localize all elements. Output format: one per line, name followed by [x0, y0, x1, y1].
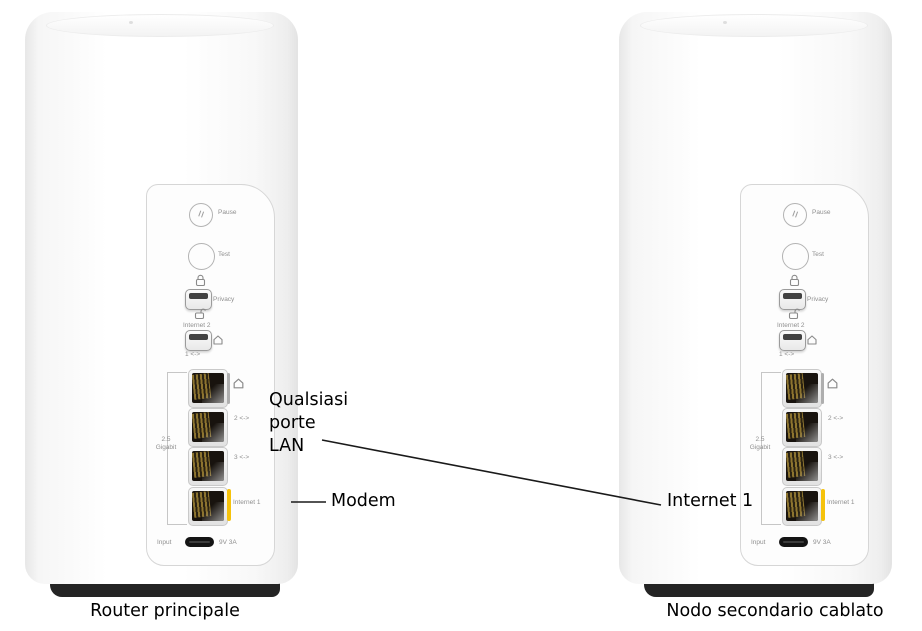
- power-input-label: Input: [751, 539, 766, 546]
- test-button: [782, 243, 809, 270]
- home-icon: [807, 335, 817, 345]
- port1-home-icon: [827, 378, 838, 389]
- internet1-port-label: Internet 1: [827, 499, 855, 506]
- usb-c-port: [779, 537, 808, 547]
- test-button: [188, 243, 215, 270]
- internet2-switch: [185, 330, 212, 351]
- ethernet-port-1: [188, 369, 228, 408]
- ethernet-port-internet1: [782, 487, 822, 526]
- internet2-label: Internet 2: [183, 322, 211, 329]
- power-rating-label: 9V 3A: [219, 539, 237, 546]
- port2-label: 2 <->: [234, 415, 250, 422]
- usb-c-port: [185, 537, 214, 547]
- device-top-surface: [640, 14, 868, 37]
- secondary-node-caption: Nodo secondario cablato: [666, 601, 884, 621]
- ethernet-port-2: [782, 408, 822, 447]
- ethernet-port-3: [188, 447, 228, 486]
- port-speed-label: 2.5 Gigabit: [155, 436, 177, 451]
- pause-button: [783, 203, 807, 227]
- internet2-switch: [779, 330, 806, 351]
- rear-panel: Pause Test Privacy Internet 2: [146, 184, 275, 566]
- ethernet-port-internet1: [188, 487, 228, 526]
- test-label: Test: [218, 251, 230, 258]
- lock-closed-icon: [789, 274, 800, 287]
- lock-open-icon: [194, 308, 206, 320]
- home-icon: [213, 335, 223, 345]
- ethernet-port-2: [188, 408, 228, 447]
- privacy-label: Privacy: [807, 296, 829, 303]
- annotation-modem: Modem: [331, 491, 396, 511]
- port3-label: 3 <->: [828, 454, 844, 461]
- internet2-label: Internet 2: [777, 322, 805, 329]
- privacy-label: Privacy: [213, 296, 235, 303]
- pause-icon: [197, 210, 205, 219]
- internet2-sub-label: 1 <->: [779, 351, 795, 358]
- privacy-switch: [185, 289, 212, 310]
- pause-label: Pause: [812, 209, 831, 216]
- router-secondary-device: Pause Test Privacy Internet 2: [619, 12, 892, 597]
- port3-label: 3 <->: [234, 454, 250, 461]
- device-body: Pause Test Privacy Internet 2: [619, 12, 892, 584]
- power-input-label: Input: [157, 539, 172, 546]
- primary-router-caption: Router principale: [90, 601, 240, 621]
- port1-home-icon: [233, 378, 244, 389]
- pause-icon: [791, 210, 799, 219]
- device-top-surface: [46, 14, 274, 37]
- lock-open-icon: [788, 308, 800, 320]
- ethernet-port-1: [782, 369, 822, 408]
- port1-indicator-bar: [821, 373, 824, 404]
- internet1-indicator-bar: [227, 489, 231, 521]
- ethernet-port-3: [782, 447, 822, 486]
- privacy-switch: [779, 289, 806, 310]
- pause-label: Pause: [218, 209, 237, 216]
- pause-button: [189, 203, 213, 227]
- annotation-internet1: Internet 1: [667, 491, 754, 511]
- port-speed-label: 2.5 Gigabit: [749, 436, 771, 451]
- power-rating-label: 9V 3A: [813, 539, 831, 546]
- port-group-bracket: [167, 372, 187, 525]
- port-group-bracket: [761, 372, 781, 525]
- rear-panel: Pause Test Privacy Internet 2: [740, 184, 869, 566]
- port1-indicator-bar: [227, 373, 230, 404]
- test-label: Test: [812, 251, 824, 258]
- device-body: Pause Test Privacy Internet 2: [25, 12, 298, 584]
- port2-label: 2 <->: [828, 415, 844, 422]
- top-vent-dot: [723, 21, 727, 24]
- annotation-lan-ports: Qualsiasi porte LAN: [269, 390, 349, 456]
- internet1-port-label: Internet 1: [233, 499, 261, 506]
- internet2-sub-label: 1 <->: [185, 351, 201, 358]
- internet1-indicator-bar: [821, 489, 825, 521]
- router-primary-device: Pause Test Privacy Internet 2: [25, 12, 298, 597]
- lock-closed-icon: [195, 274, 206, 287]
- top-vent-dot: [129, 21, 133, 24]
